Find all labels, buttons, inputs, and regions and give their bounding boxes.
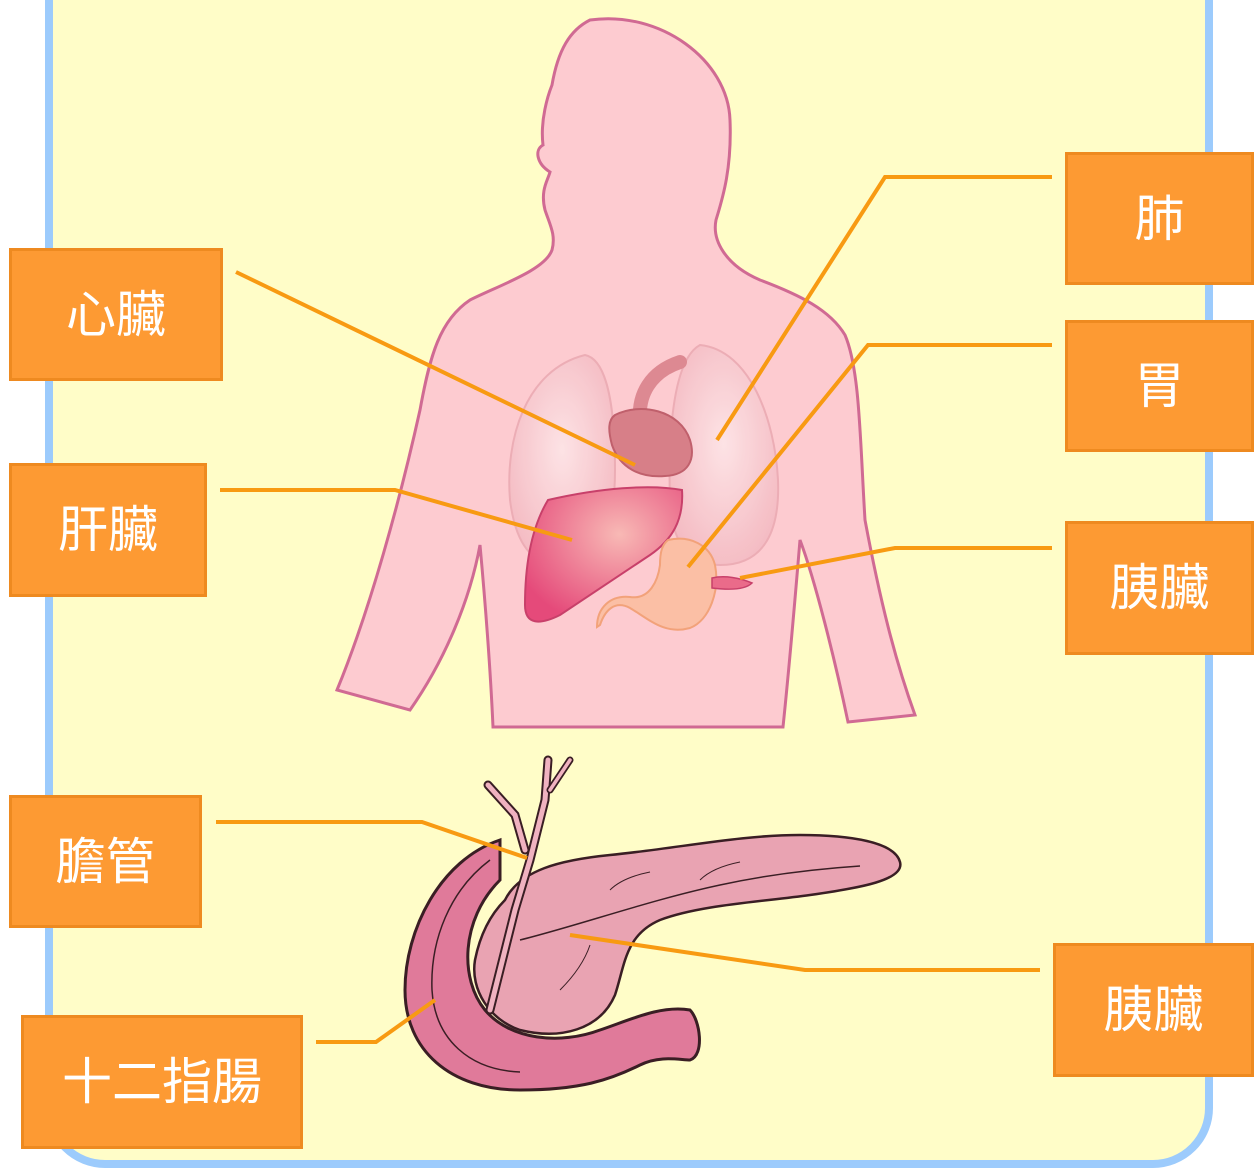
label-pancreas-upper: 胰臟: [1065, 521, 1254, 655]
label-bile-duct: 膽管: [9, 795, 202, 928]
label-heart: 心臟: [9, 248, 223, 381]
label-liver: 肝臟: [9, 463, 207, 597]
human-torso: [337, 19, 915, 727]
label-pancreas-lower: 胰臟: [1053, 943, 1254, 1077]
label-lung: 肺: [1065, 152, 1254, 285]
leader-line-pancreas-lower: [570, 935, 1040, 970]
label-stomach: 胃: [1065, 320, 1254, 452]
label-duodenum: 十二指腸: [21, 1015, 303, 1149]
pancreas-large-organ: [474, 835, 900, 1034]
